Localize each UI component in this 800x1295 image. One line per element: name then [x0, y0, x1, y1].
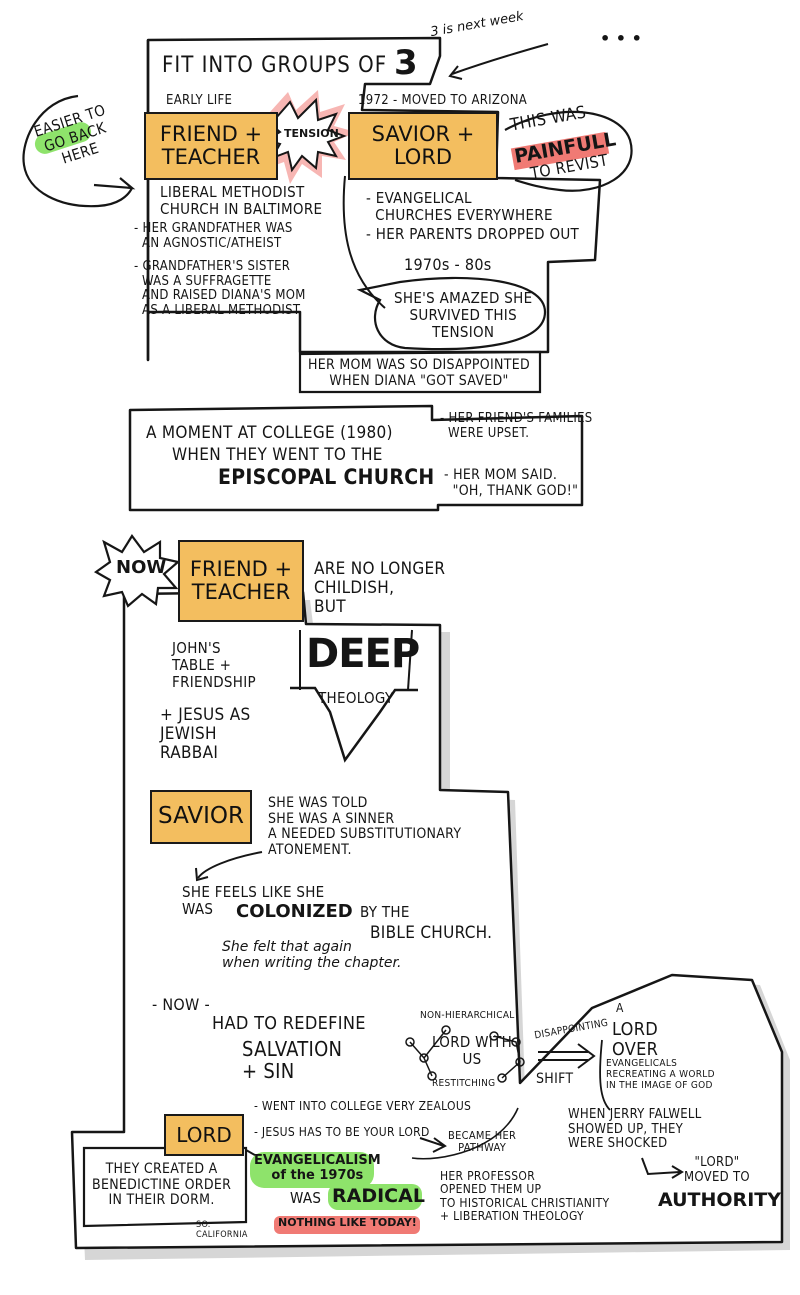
professor-note: HER PROFESSOR OPENED THEM UP TO HISTORIC… — [440, 1169, 610, 1224]
college-line-1: A MOMENT AT COLLEGE (1980) — [146, 423, 393, 443]
jesus-lord-note: - JESUS HAS TO BE YOUR LORD — [254, 1125, 430, 1139]
lord-box: LORD — [164, 1114, 244, 1156]
so-cal-note: SO. CALIFORNIA — [196, 1220, 248, 1241]
now-friend-teacher-box: FRIEND + TEACHER — [178, 540, 304, 622]
colonized-pre: SHE FEELS LIKE SHE WAS — [182, 883, 325, 918]
grandfather-note: - HER GRANDFATHER WAS AN AGNOSTIC/ATHEIS… — [134, 221, 293, 251]
friend-teacher-box: FRIEND + TEACHER — [144, 112, 278, 180]
now-label: NOW — [116, 557, 167, 578]
colonized-post: BY THE — [360, 903, 410, 921]
liberal-methodist: LIBERAL METHODIST CHURCH IN BALTIMORE — [160, 183, 323, 218]
savior-box: SAVIOR — [150, 790, 252, 844]
college-box — [128, 404, 584, 512]
authority-word: AUTHORITY — [658, 1189, 781, 1211]
bible-church: BIBLE CHURCH. — [370, 923, 493, 943]
jesus-rabbi: + JESUS AS JEWISH RABBAI — [160, 705, 251, 764]
non-hierarchical: NON-HIERARCHICAL — [420, 1010, 515, 1021]
shift-label: SHIFT — [536, 1071, 574, 1087]
network-diagram-icon — [405, 1025, 525, 1083]
redefine-note: HAD TO REDEFINE — [212, 1013, 366, 1034]
lord-over: LORD OVER — [612, 1019, 659, 1061]
mom-disappointed-note: HER MOM WAS SO DISAPPOINTED WHEN DIANA "… — [308, 357, 531, 389]
a-label: A — [616, 1001, 624, 1015]
early-life-label: EARLY LIFE — [166, 93, 233, 108]
tension-label: TENSION — [284, 127, 339, 140]
families-upset-note: - HER FRIEND'S FAMILIES WERE UPSET. — [440, 411, 593, 441]
savior-lord-box: SAVIOR + LORD — [348, 112, 498, 180]
deep-word: DEEP — [306, 631, 420, 677]
moved-arizona-label: 1972 - MOVED TO ARIZONA — [358, 93, 528, 108]
title: FIT INTO GROUPS OF — [162, 53, 388, 78]
amazed-bubble — [356, 276, 547, 351]
pathway-note: BECAME HER PATHWAY — [448, 1129, 517, 1155]
lord-with-us: LORD WITH US — [432, 1033, 513, 1068]
salvation-sin: SALVATION + SIN — [242, 1037, 343, 1084]
evangelical-note: - EVANGELICAL CHURCHES EVERYWHERE — [366, 189, 553, 224]
evangelicalism-note: EVANGELICALISM of the 1970s — [254, 1153, 381, 1183]
amazed-note: SHE'S AMAZED SHE SURVIVED THIS TENSION — [394, 289, 533, 341]
college-line-3: EPISCOPAL CHURCH — [218, 465, 435, 489]
radical-word: RADICAL — [332, 1185, 425, 1207]
theology-word: THEOLOGY — [318, 689, 394, 707]
deep-chevron — [290, 686, 418, 763]
restitching: RESTITCHING — [432, 1078, 496, 1089]
colonized-word: COLONIZED — [236, 901, 353, 922]
no-longer-childish: ARE NO LONGER CHILDISH, BUT — [314, 559, 446, 618]
told-sinner-note: SHE WAS TOLD SHE WAS A SINNER A NEEDED S… — [268, 795, 462, 859]
title-number: 3 — [394, 43, 418, 83]
grandfather-sister-note: - GRANDFATHER'S SISTER WAS A SUFFRAGETTE… — [134, 259, 306, 318]
went-college-note: - WENT INTO COLLEGE VERY ZEALOUS — [254, 1099, 472, 1113]
was-radical-pre: WAS — [290, 1189, 322, 1207]
mom-bubble — [298, 350, 542, 394]
felt-again-note: She felt that again when writing the cha… — [222, 939, 402, 971]
parents-dropped-note: - HER PARENTS DROPPED OUT — [366, 225, 580, 243]
painful-bubble — [504, 110, 633, 192]
falwell-note: WHEN JERRY FALWELL SHOWED UP, THEY WERE … — [568, 1107, 702, 1152]
now-dash: - NOW - — [152, 995, 210, 1014]
lord-moved-note: "LORD" MOVED TO — [684, 1155, 750, 1185]
decades-label: 1970s - 80s — [404, 255, 492, 274]
dots: • • • — [600, 29, 642, 48]
easier-bubble — [22, 94, 133, 208]
college-line-2: WHEN THEY WENT TO THE — [172, 445, 383, 465]
evangelicals-recreating: EVANGELICALS RECREATING A WORLD IN THE I… — [606, 1058, 715, 1092]
benedictine-note: THEY CREATED A BENEDICTINE ORDER IN THEI… — [92, 1161, 232, 1209]
now-burst — [93, 534, 181, 608]
nothing-like-today: NOTHING LIKE TODAY! — [278, 1216, 417, 1229]
bottom-section-outline — [70, 590, 784, 1250]
johns-table: JOHN'S TABLE + FRIENDSHIP — [172, 639, 256, 691]
mom-said-note: - HER MOM SAID. "OH, THANK GOD!" — [444, 467, 579, 499]
